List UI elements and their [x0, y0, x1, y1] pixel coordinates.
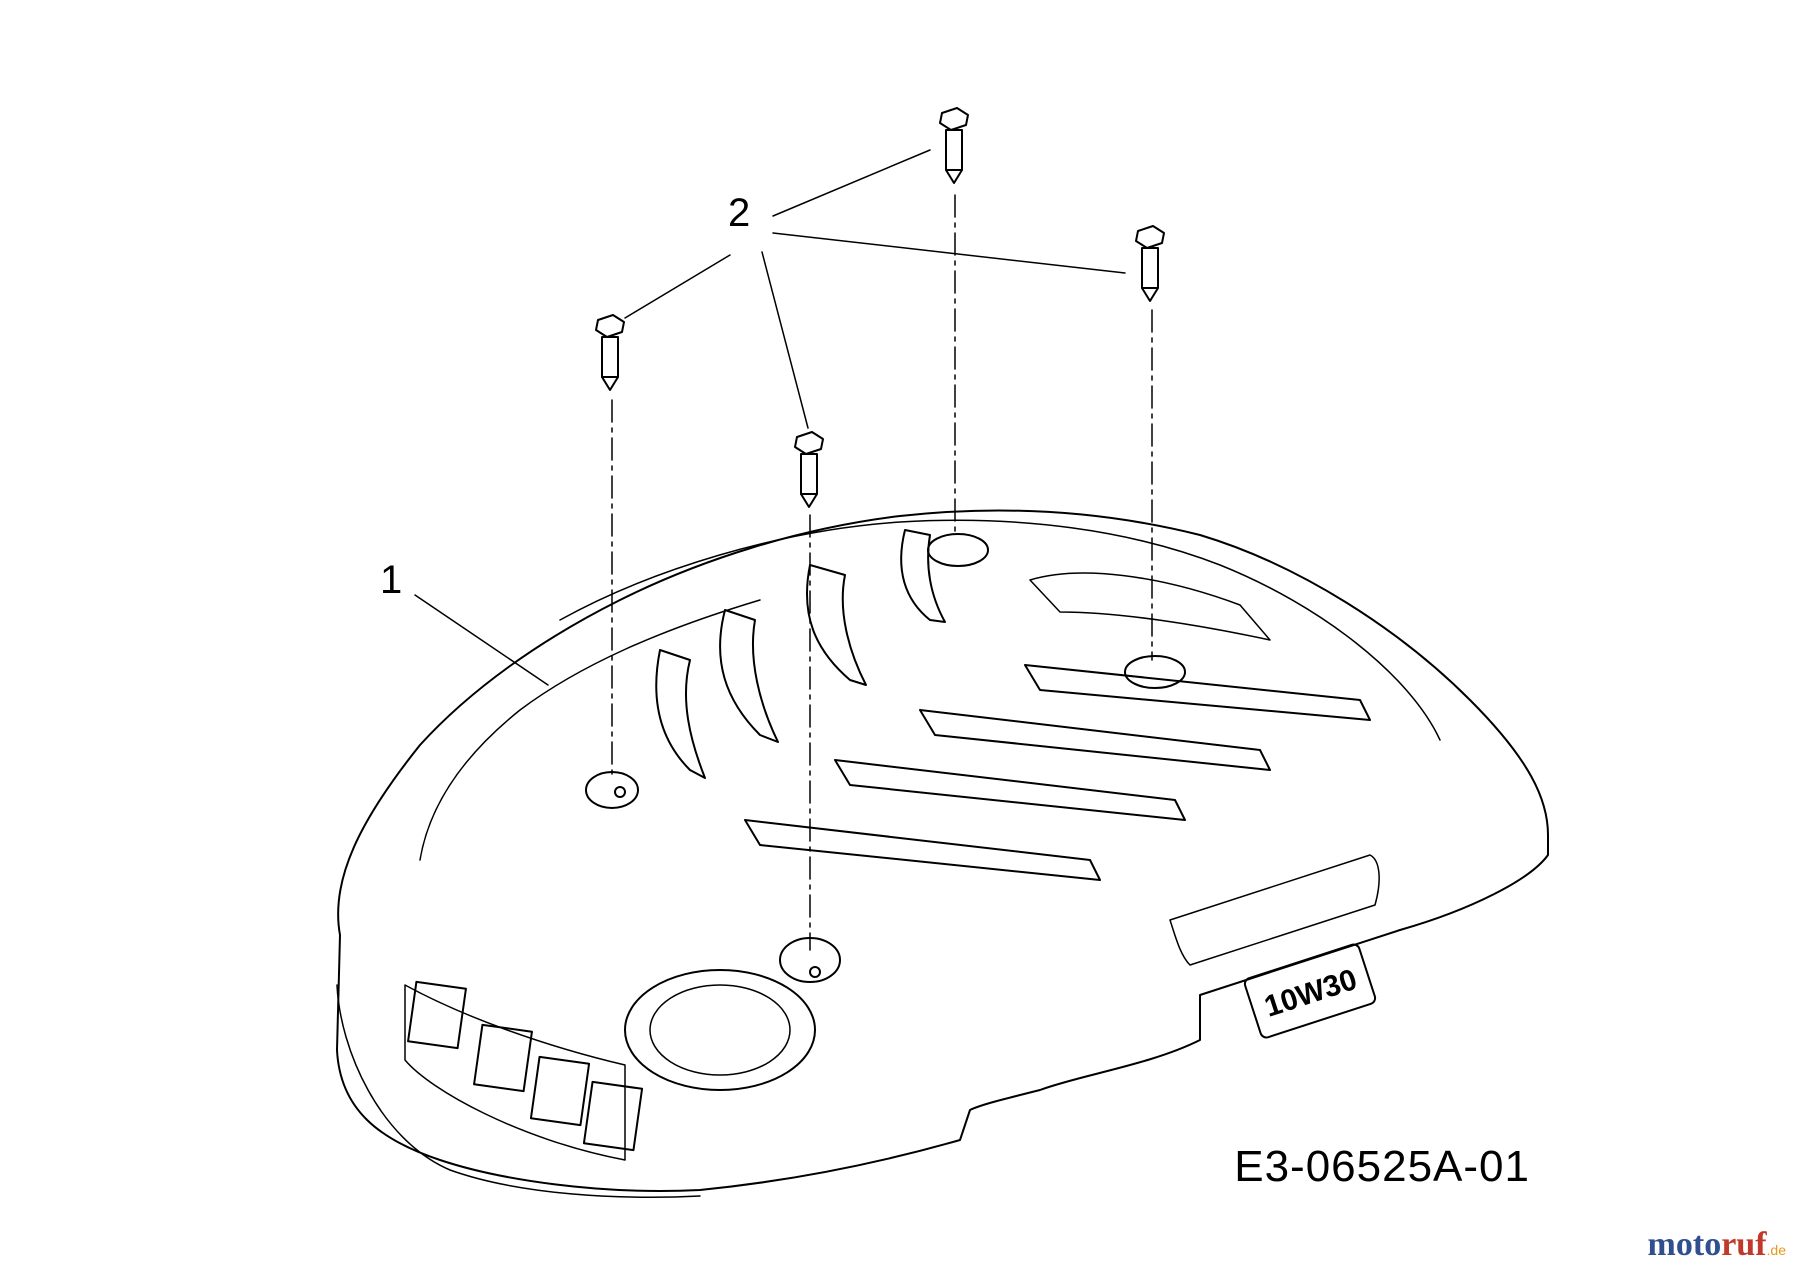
screw: [939, 107, 969, 184]
decal-fuel-icon: [407, 980, 467, 1050]
watermark-tld: .de: [1766, 1242, 1786, 1258]
vent-slot: [744, 819, 1101, 881]
part-label-2: 2: [728, 191, 751, 235]
cover-base-rim: [336, 984, 701, 1198]
oil-grade-badge: [1243, 943, 1377, 1039]
leader-part-2: [772, 149, 931, 217]
vent-rib: [719, 609, 779, 743]
cover-outer-outline: [336, 509, 1549, 1192]
drawing-number: E3-06525A-01: [1234, 1142, 1530, 1191]
screw: [1135, 225, 1165, 302]
watermark-brand-accent: ruf: [1721, 1226, 1767, 1263]
watermark-brand: moto: [1647, 1226, 1722, 1263]
leader-part-2: [761, 251, 809, 429]
leader-part-2: [624, 254, 731, 319]
top-recess: [1029, 572, 1271, 641]
part-label-1: 1: [380, 558, 403, 602]
vent-rib: [900, 529, 946, 623]
screw: [595, 314, 625, 391]
mount-boss: [1124, 655, 1186, 689]
decal-warning: [582, 1080, 644, 1152]
vent-rib: [655, 649, 706, 779]
cover-front-panel: [404, 984, 626, 1161]
filler-cap-inner: [649, 984, 791, 1076]
filler-cap-recess: [624, 969, 816, 1091]
decal-warning: [473, 1023, 533, 1093]
vent-slot: [919, 709, 1271, 771]
mount-hole: [614, 786, 626, 798]
leader-lines: [414, 149, 1126, 686]
screw: [794, 431, 824, 508]
assembly-lines: [611, 194, 1153, 951]
cover-right-panel: [1169, 854, 1380, 966]
engine-cover: [336, 509, 1549, 1198]
mount-boss: [585, 771, 639, 809]
decal-warning: [529, 1055, 591, 1127]
mount-boss: [927, 533, 989, 567]
cover-top-ridge: [559, 519, 1441, 741]
cover-inner-ridge: [419, 599, 761, 861]
vent-slot: [1024, 664, 1371, 721]
vent-slot: [834, 759, 1186, 821]
watermark-logo: motoruf.de: [1648, 1226, 1786, 1264]
mount-hole: [809, 966, 821, 978]
leader-part-2: [772, 232, 1126, 274]
leader-part-1: [414, 594, 549, 686]
oil-grade-text: 10W30: [1260, 963, 1361, 1024]
vent-rib: [806, 564, 867, 686]
